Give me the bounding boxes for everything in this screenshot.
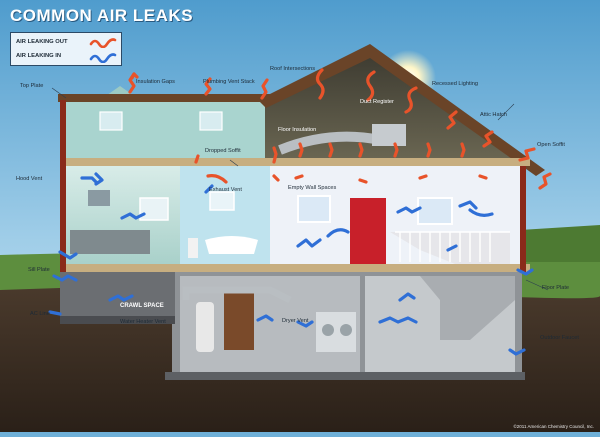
- left-wall: [60, 100, 66, 272]
- kitchen-window: [139, 197, 169, 221]
- kitchen-counter: [70, 230, 150, 254]
- furnace: [224, 292, 254, 350]
- first-floor-beam: [60, 264, 530, 272]
- living-window-2: [417, 197, 453, 225]
- right-wall: [520, 166, 526, 272]
- railing: [395, 231, 510, 262]
- page-title: COMMON AIR LEAKS: [10, 6, 194, 25]
- washer-door: [322, 324, 334, 336]
- label-water-heater-vent: Water Heater Vent: [120, 319, 166, 325]
- label-roof-intersections: Roof Intersections: [270, 66, 316, 72]
- sink: [188, 238, 198, 258]
- label-attic-hatch: Attic Hatch: [480, 112, 508, 118]
- top-plate-roof: [58, 94, 272, 102]
- leak-in-arrows: [48, 172, 534, 356]
- attic-ducts: [278, 131, 381, 155]
- basement-slab: [165, 372, 525, 380]
- label-outdoor-faucet: Outdoor Faucet: [540, 335, 579, 341]
- air-handler: [372, 124, 406, 146]
- label-empty-wall-spaces: Empty Wall Spaces: [288, 185, 337, 191]
- label-recessed-lighting: Recessed Lighting: [432, 81, 479, 87]
- legend: AIR LEAKING OUT AIR LEAKING IN: [10, 32, 122, 66]
- legend-in-label: AIR LEAKING IN: [16, 53, 62, 59]
- front-door: [350, 198, 386, 266]
- dryer-door: [340, 324, 352, 336]
- label-top-plate: Top Plate: [20, 83, 44, 89]
- label-dropped-soffit: Dropped Soffit: [205, 148, 241, 154]
- upstairs-room: [65, 100, 265, 166]
- label-hood-vent: Hood Vent: [16, 176, 43, 182]
- label-insulation-gaps: Insulation Gaps: [136, 79, 175, 85]
- bath-window: [209, 191, 235, 211]
- upstairs-window-2: [199, 111, 223, 131]
- roof-gable: [258, 44, 545, 176]
- bathtub: [205, 236, 258, 254]
- label-ac-line: AC Line: [30, 311, 50, 317]
- legend-out-arrow: [89, 38, 117, 48]
- ducts-basement: [182, 286, 292, 304]
- leak-out-arrows: [128, 68, 552, 190]
- legend-in-arrow: [89, 53, 117, 63]
- label-dryer-vent: Dryer Vent: [282, 318, 309, 324]
- label-plumbing-vent-stack: Plumbing Vent Stack: [203, 79, 255, 85]
- second-floor-beam: [60, 158, 530, 166]
- label-crawl-space: CRAWL SPACE: [120, 303, 164, 309]
- living-window: [297, 195, 331, 223]
- legend-out-label: AIR LEAKING OUT: [16, 39, 68, 45]
- leader-lines: [51, 87, 549, 291]
- copyright: ©2011 American Chemistry Council, Inc.: [513, 424, 594, 429]
- label-floor-plate: Floor Plate: [542, 285, 570, 291]
- label-floor-insulation: Floor Insulation: [278, 127, 317, 133]
- hood: [88, 190, 110, 206]
- label-exhaust-vent: Exhaust Vent: [209, 187, 242, 193]
- water-heater: [196, 302, 214, 352]
- upstairs-window-1: [99, 111, 123, 131]
- basement-stairs: [420, 276, 515, 340]
- label-open-soffit: Open Soffit: [537, 142, 565, 148]
- trees: [520, 225, 600, 262]
- label-sill-plate: Sill Plate: [28, 267, 50, 273]
- crawl-footing: [60, 316, 175, 324]
- label-duct-register: Duct Register: [360, 99, 394, 105]
